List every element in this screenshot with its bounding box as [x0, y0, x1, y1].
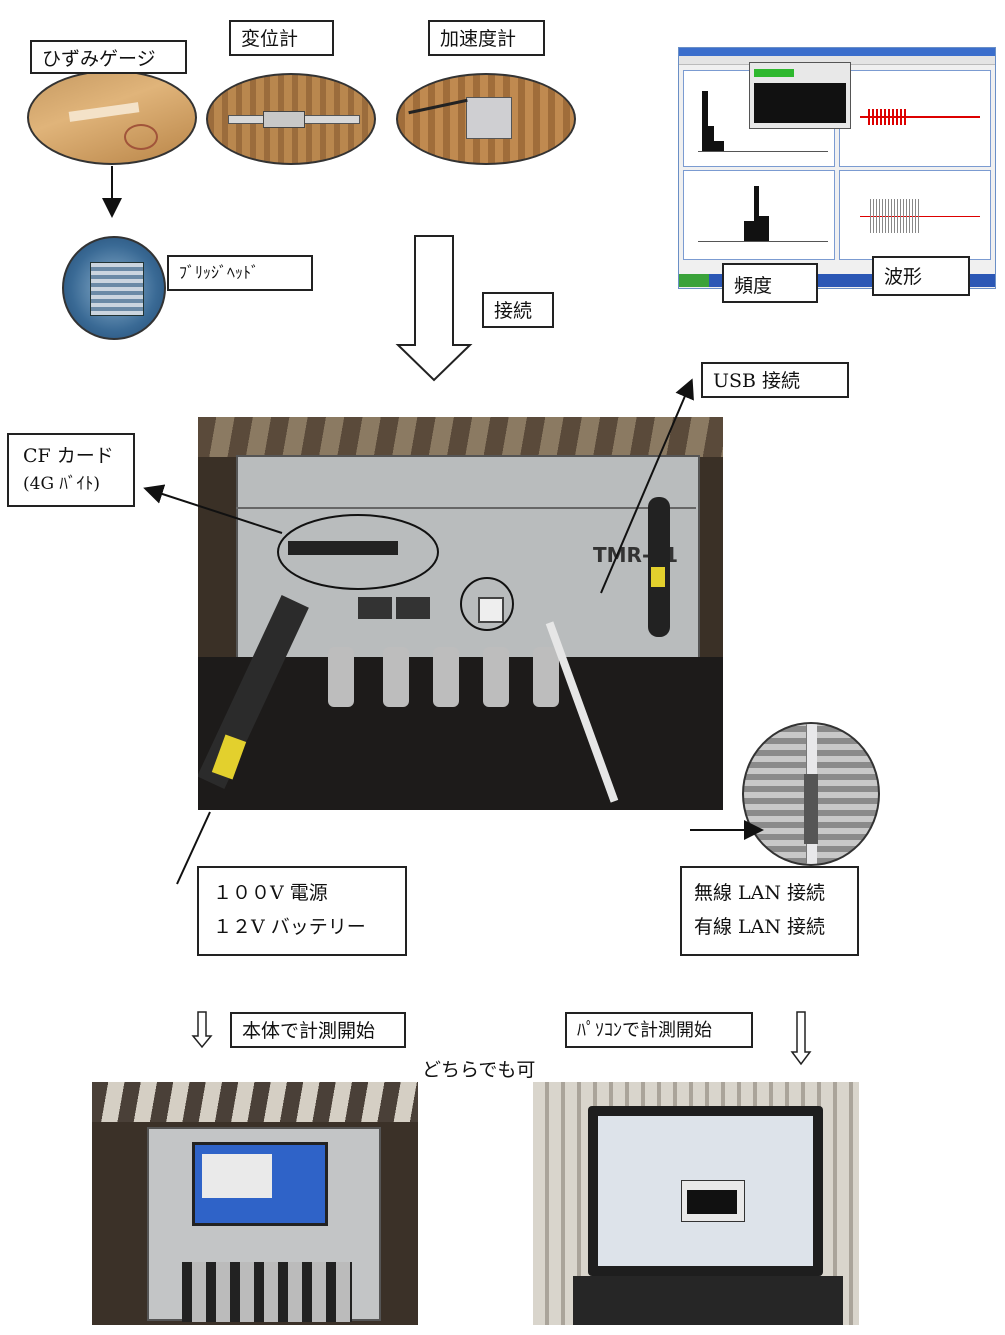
pc-down-arrow [790, 1011, 812, 1066]
waveform-label: 波形 [872, 256, 970, 296]
lan-cable-zoom-photo [742, 722, 880, 866]
either-ok-text: どちらでも可 [422, 1059, 536, 1081]
main-unit-start-label: 本体で計測開始 [230, 1012, 406, 1048]
displacement-sensor-label: 変位計 [229, 20, 334, 56]
power-line2: １２V バッテリー [213, 916, 366, 939]
lan-label: 無線 LAN 接続 有線 LAN 接続 [680, 866, 859, 956]
strain-gauge-label: ひずみゲージ [30, 40, 187, 74]
cf-card-label: CF カード (4G ﾊﾞｲﾄ) [7, 433, 135, 507]
lan-line1: 無線 LAN 接続 [694, 882, 826, 904]
usb-connection-label: USB 接続 [701, 362, 849, 398]
accelerometer-label: 加速度計 [428, 20, 545, 56]
main-unit-measurement-photo [92, 1082, 418, 1325]
pc-measurement-photo [533, 1082, 859, 1325]
waveform-chart-panel [839, 70, 991, 167]
bridge-head-photo [62, 236, 166, 340]
bridge-head-label: ﾌﾞﾘｯｼﾞﾍｯﾄﾞ [167, 255, 313, 291]
connection-label: 接続 [482, 292, 554, 328]
lan-line2: 有線 LAN 接続 [694, 916, 826, 939]
connection-down-arrow [395, 235, 473, 382]
displacement-sensor-photo [206, 73, 376, 165]
cf-card-line1: CF カード [23, 445, 114, 467]
cf-card-line2: (4G ﾊﾞｲﾄ) [23, 474, 101, 495]
accelerometer-photo [396, 73, 576, 165]
power-line1: １００V 電源 [213, 882, 328, 904]
strain-gauge-photo [27, 70, 197, 165]
power-label: １００V 電源 １２V バッテリー [197, 866, 407, 956]
frequency-label: 頻度 [722, 263, 818, 303]
software-screenshot [678, 47, 996, 289]
tmr-device-photo: TMR-21 [198, 417, 723, 810]
pc-start-label: ﾊﾟｿｺﾝで計測開始 [565, 1012, 753, 1048]
main-unit-down-arrow [191, 1011, 213, 1049]
